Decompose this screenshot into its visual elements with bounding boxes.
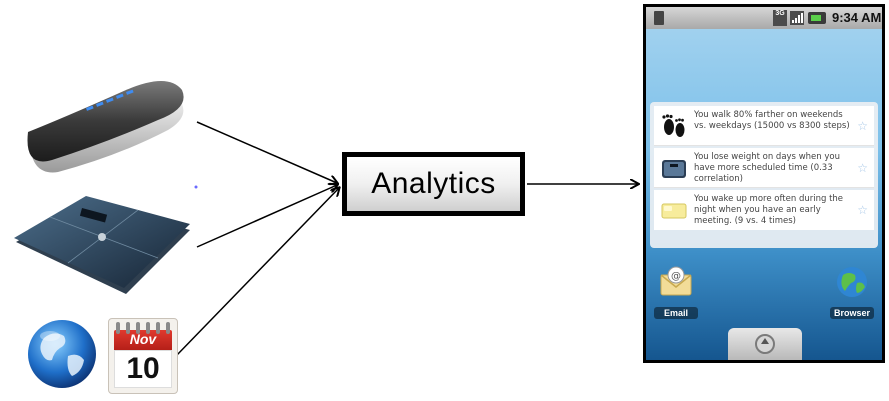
insights-widget[interactable]: You walk 80% farther on weekends vs. wee… [650,102,878,248]
arrow-calendar-to-analytics [175,188,339,357]
browser-app[interactable]: Browser [830,265,874,319]
globe-icon [28,320,96,388]
insight-item[interactable]: You wake up more often during the night … [654,190,874,230]
battery-icon [808,12,826,24]
star-icon[interactable]: ☆ [857,119,868,133]
star-icon[interactable]: ☆ [857,203,868,217]
launcher-tray[interactable] [728,328,802,360]
launcher-arrow-icon[interactable] [755,334,775,354]
arrow-scale-to-analytics [196,185,337,248]
analytics-box-inner: Analytics [345,155,522,213]
insight-text: You walk 80% farther on weekends vs. wee… [694,110,850,131]
footprints-icon [662,114,685,137]
arrow-tracker-to-analytics [196,121,337,183]
network-type-icon: 3G [773,10,787,26]
email-app-label: Email [654,307,698,319]
calendar-day: 10 [126,352,160,385]
analytics-label: Analytics [371,167,496,200]
weight-scale-icon [14,196,190,294]
calendar-header [114,330,172,350]
sleep-icon [661,203,687,219]
activity-tracker-icon [27,81,184,173]
signal-strength-icon [790,11,804,25]
calendar-rings [116,322,170,334]
browser-app-label: Browser [830,307,874,319]
email-app[interactable]: @ Email [654,265,698,319]
phone-frame: 3G 9:34 AM You walk 80% farther on weeke… [643,4,885,363]
calendar-icon: Nov 10 [108,318,178,394]
sim-card-icon [654,11,664,25]
scale-icon [662,160,686,178]
calendar-month: Nov [129,331,157,347]
star-icon[interactable]: ☆ [857,161,868,175]
insight-text: You lose weight on days when you have mo… [694,152,840,184]
stray-dot [194,185,198,189]
browser-icon [837,267,867,297]
email-icon: @ [660,266,692,296]
insight-item[interactable]: You walk 80% farther on weekends vs. wee… [654,106,874,146]
status-clock: 9:34 AM [832,10,882,25]
phone-screen: 3G 9:34 AM You walk 80% farther on weeke… [646,7,882,360]
calendar-page [114,350,172,388]
insight-text: You wake up more often during the night … [694,194,844,226]
analytics-box: Analytics [342,152,525,216]
svg-text:@: @ [671,271,681,282]
insight-item[interactable]: You lose weight on days when you have mo… [654,148,874,188]
status-bar: 3G 9:34 AM [646,7,882,29]
